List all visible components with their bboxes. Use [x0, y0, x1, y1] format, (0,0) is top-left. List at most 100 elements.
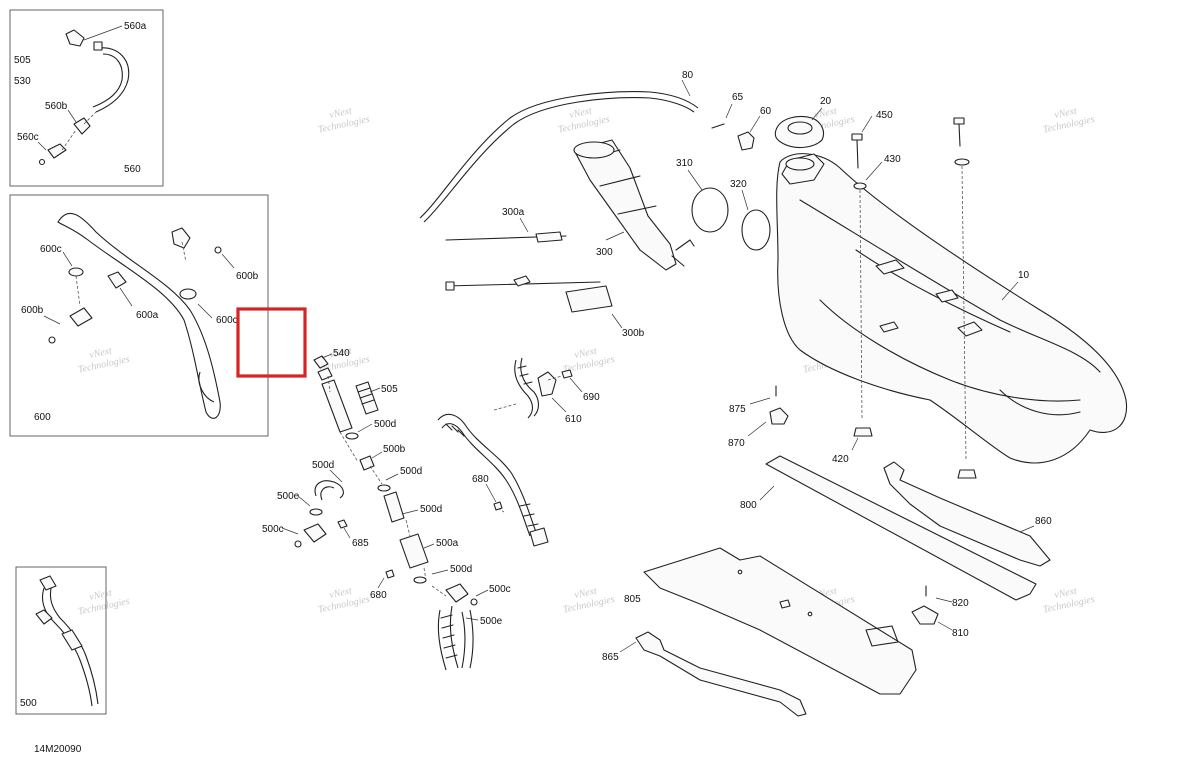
leader-line — [687, 169, 703, 191]
leader-line — [861, 115, 873, 133]
highlight-box — [236, 307, 307, 378]
connector-part — [529, 527, 549, 547]
leader-line — [1019, 525, 1035, 533]
callout-500c: 500c — [262, 524, 284, 535]
tank-neck-part — [785, 157, 815, 171]
tube-part — [383, 491, 405, 523]
callout-320: 320 — [730, 179, 747, 190]
washer-part — [48, 336, 56, 344]
callout-865: 865 — [602, 652, 619, 663]
bolt-part — [851, 133, 863, 141]
float-arm-part — [513, 275, 531, 287]
leader-line — [221, 253, 235, 269]
callout-560: 560 — [124, 164, 141, 175]
leader-line — [119, 287, 133, 307]
hose-part — [514, 357, 540, 419]
watermark: vNext — [328, 105, 353, 121]
leader-line — [935, 597, 953, 603]
rubber-mount-part — [957, 469, 977, 479]
fitting-part — [171, 227, 191, 249]
sleeve-part — [355, 381, 379, 415]
fitting-part — [359, 455, 375, 471]
watermark: vNext — [88, 345, 113, 361]
assembly-line — [181, 241, 187, 263]
leader-line — [62, 251, 73, 267]
vent-hose-assembly: 610 690 680 — [437, 357, 600, 547]
hose-part — [441, 423, 531, 537]
callout-810: 810 — [952, 628, 969, 639]
callout-430: 430 — [884, 154, 901, 165]
leader-line — [749, 115, 761, 133]
inset-560: 560a 505 530 560b 560c 560 — [9, 9, 164, 187]
clamp-part — [107, 271, 127, 289]
fuel-line-assembly: 540 505 500d 500b 500d 500d 500e 500d 50… — [262, 348, 511, 671]
leader-line — [329, 469, 343, 483]
callout-600c: 600c — [216, 315, 238, 326]
bolt-part — [953, 117, 965, 125]
leader-line — [281, 527, 299, 535]
filter-part — [61, 629, 83, 651]
leader-line — [811, 107, 823, 121]
float-part — [565, 285, 613, 313]
fitting-part — [47, 143, 67, 159]
diagram-code: 14M20090 — [34, 744, 82, 755]
callout-820: 820 — [952, 598, 969, 609]
leader-line — [431, 569, 449, 575]
fuel-tank-assembly: 10 20 60 65 450 430 420 — [711, 92, 1128, 479]
fitting-part — [445, 583, 469, 603]
bracket-part — [769, 407, 789, 425]
leader-line — [343, 527, 351, 539]
assembly-line — [75, 275, 81, 307]
rod-part — [535, 231, 563, 243]
washer-part — [38, 158, 46, 166]
hose-part — [437, 605, 459, 671]
hose-part — [95, 47, 130, 113]
callout-300: 300 — [596, 247, 613, 258]
leader-line — [759, 485, 775, 501]
callout-680: 680 — [472, 474, 489, 485]
hose-part — [419, 91, 699, 219]
clamp-part — [345, 432, 359, 440]
leader-line — [569, 377, 583, 393]
callout-500c: 500c — [489, 584, 511, 595]
fuel-cap-detail — [787, 121, 813, 135]
hose-part — [92, 53, 123, 108]
fitting-part — [303, 523, 327, 543]
callout-60: 60 — [760, 106, 772, 117]
clamp-part — [93, 41, 103, 51]
callout-420: 420 — [832, 454, 849, 465]
leader-line — [465, 617, 479, 621]
leader-line — [619, 641, 637, 653]
callout-690: 690 — [583, 392, 600, 403]
strap-part — [635, 631, 807, 717]
connector-part — [65, 29, 85, 47]
leader-line — [611, 313, 623, 329]
callout-500d: 500d — [374, 419, 396, 430]
strap-part — [883, 461, 1051, 567]
leader-line — [485, 483, 497, 503]
assembly-line — [83, 111, 97, 125]
shield-hole — [807, 611, 813, 617]
hose-part — [314, 480, 344, 501]
callout-860: 860 — [1035, 516, 1052, 527]
callout-10: 10 — [1018, 270, 1030, 281]
fuel-pump-assembly: 80 300 300a 300b 310 320 — [419, 70, 771, 339]
leader-line — [937, 621, 953, 631]
leader-line — [865, 161, 883, 181]
bolt-part — [856, 139, 859, 169]
leader-line — [369, 387, 381, 393]
tank-contour — [999, 389, 1081, 416]
callout-800: 800 — [740, 500, 757, 511]
leader-line — [197, 303, 213, 319]
inset-600: 600c 600b 600b 600a 600c 600 — [9, 194, 269, 437]
filler-tube-part — [57, 212, 221, 419]
leader-line — [377, 577, 385, 589]
shield-hole — [737, 569, 743, 575]
hose-part — [198, 371, 215, 403]
leader-line — [401, 509, 419, 515]
leader-line — [83, 25, 123, 41]
screw-part — [337, 519, 348, 529]
callout-300b: 300b — [622, 328, 645, 339]
callout-600: 600 — [34, 412, 51, 423]
